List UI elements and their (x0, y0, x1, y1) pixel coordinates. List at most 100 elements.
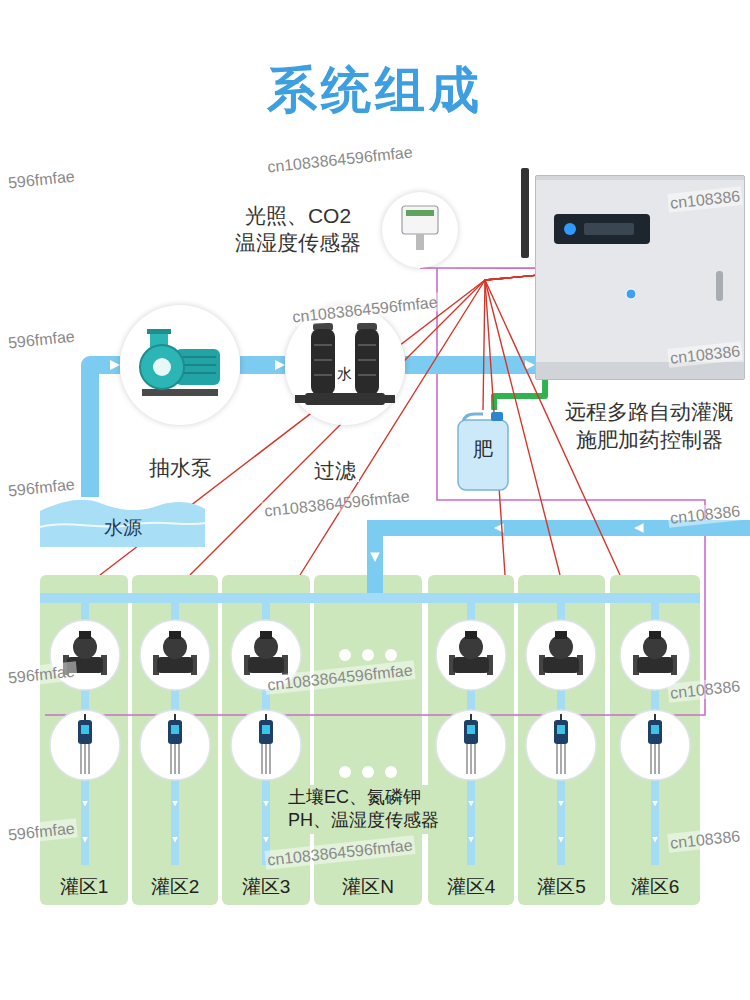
sensor-prong (265, 744, 267, 774)
flow-arrow (263, 837, 269, 843)
irrigation-zone: 灌区2 (132, 575, 218, 905)
flow-arrow (558, 837, 564, 843)
label-box: cn1083864596fmfae (262, 494, 412, 513)
controller-label: 远程多路自动灌溉施肥加药控制器 (565, 400, 733, 451)
filter-label: 过滤 (311, 459, 359, 482)
label-box: 土壤EC、氮磷钾 PH、温湿度传感器 (285, 785, 451, 834)
sensor-circle (620, 710, 690, 780)
status-light (564, 223, 576, 235)
valve-body (453, 657, 489, 673)
watermark: cn108386 (667, 186, 743, 213)
sensor-cable (265, 714, 267, 721)
pump-inlet (153, 358, 171, 376)
flow-arrow (468, 801, 474, 807)
sensor-prong (80, 744, 82, 774)
text-box: 灌区5 (518, 875, 605, 899)
zone-label: 灌区5 (537, 876, 586, 897)
pump-picture (120, 305, 240, 425)
text-box: 光照、CO2 温湿度传感器 (230, 202, 366, 257)
filter-port (385, 395, 395, 403)
zone-equipment (518, 575, 605, 905)
zone-label: 灌区6 (631, 876, 680, 897)
signal-bus-line (314, 714, 422, 716)
sensor-cable (174, 714, 176, 721)
soil-sensor-head (648, 720, 662, 744)
label-box: cn1083864596fmfae (265, 150, 415, 169)
flow-label: 水 (337, 365, 352, 382)
sensor-prong (269, 744, 271, 774)
text-box: 水源 (40, 517, 205, 540)
sensor-prong (261, 744, 263, 774)
display-panel (554, 214, 650, 244)
sensor-cable (470, 714, 472, 721)
flow-arrow (370, 552, 380, 562)
flow-arrow (634, 523, 644, 533)
valve-top (649, 631, 661, 639)
text-box: 远程多路自动灌溉施肥加药控制器 (561, 398, 737, 454)
filter-rib (314, 359, 332, 361)
sensor-prong (556, 744, 558, 774)
soil-sensor-label (171, 725, 179, 734)
fertilizer-tank: 肥 (455, 410, 511, 492)
zone-label: 灌区4 (447, 876, 496, 897)
zone-equipment (132, 575, 218, 905)
text-box: 过滤 (275, 458, 395, 484)
text-box: 灌区6 (610, 875, 700, 899)
valve-circle (140, 620, 210, 690)
valve-top (555, 631, 567, 639)
watermark: cn108386 (667, 676, 743, 703)
label-box: 596fmfae (6, 665, 77, 684)
label-box: cn1083864596fmfae (290, 300, 440, 319)
text-box: 灌区3 (222, 875, 310, 899)
sensor-cable (84, 714, 86, 721)
sensor-cable (560, 714, 562, 721)
water-source: 水源 (40, 497, 205, 547)
title-text: 系统组成 (267, 62, 483, 118)
soil-sensor-label (81, 725, 89, 734)
valve-body (637, 657, 673, 673)
text-box: 灌区N (314, 875, 422, 899)
water-pipe (240, 356, 285, 374)
sensor-housing (402, 206, 438, 234)
zone-equipment (40, 575, 128, 905)
label-box: 596fmfae (6, 170, 77, 189)
flow-arrow (652, 837, 658, 843)
motor-rib (180, 364, 216, 366)
watermark: 596fmfae (5, 166, 77, 192)
motor-rib (180, 356, 216, 358)
text-box: 抽水泵 (120, 455, 240, 481)
label-box: 596fmfae (6, 822, 77, 841)
soil-sensor-head (554, 720, 568, 744)
sensor-prong (560, 744, 562, 774)
sensor-prong (84, 744, 86, 774)
pump-base (142, 389, 218, 396)
pump-flange (147, 329, 171, 334)
water-pipe (405, 356, 535, 374)
door-handle (716, 271, 723, 301)
flow-arrow (558, 801, 564, 807)
watermark: 596fmfae (5, 326, 77, 352)
watermark: cn108386 (667, 826, 743, 853)
filter-rib (358, 344, 376, 346)
outlet-pipe (375, 528, 750, 580)
water-label: 水源 (104, 517, 142, 538)
title-box: 系统组成 (0, 60, 750, 120)
soil-sensor-label (467, 725, 475, 734)
soil-sensor-head (259, 720, 273, 744)
filter-rib (358, 359, 376, 361)
filter-manifold (305, 393, 385, 405)
watermark: cn108386 (667, 501, 743, 528)
filter-port (295, 395, 305, 403)
valve-circle (526, 620, 596, 690)
sensor-circle (140, 710, 210, 780)
water-pipe (90, 365, 120, 497)
sensor-prong (474, 744, 476, 774)
name-strip (536, 362, 744, 379)
irrigation-zone: 灌区5 (518, 575, 605, 905)
zone-label: 灌区1 (60, 876, 109, 897)
label-box: cn108386 (668, 680, 742, 699)
header-pipe (314, 593, 422, 603)
flow-arrow (82, 837, 88, 843)
valve-body (248, 657, 284, 673)
sensor-prong (174, 744, 176, 774)
